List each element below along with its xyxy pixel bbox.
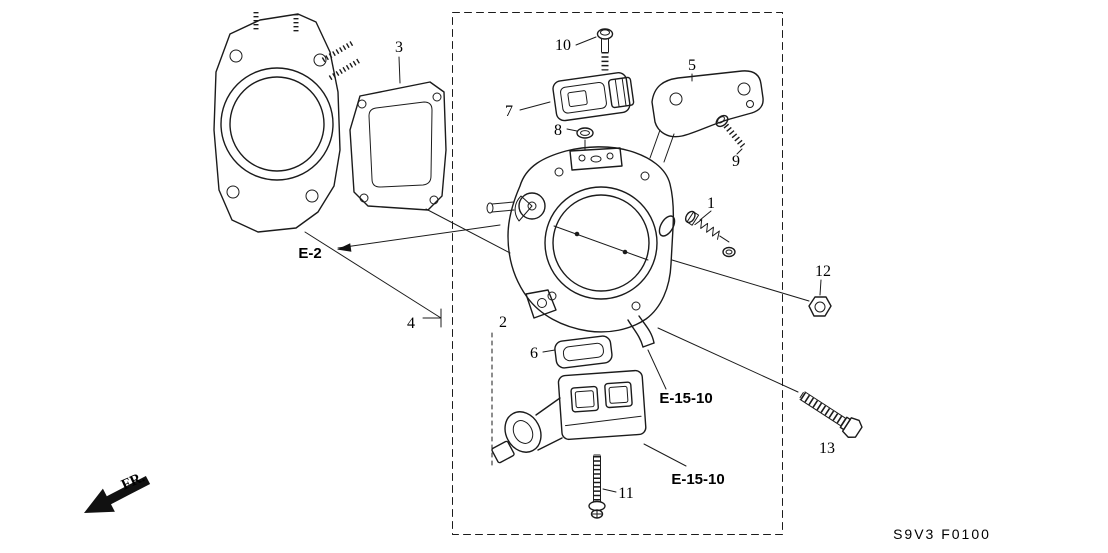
assembly-boundary-box [452, 12, 783, 535]
throttle-body-drawing [486, 129, 676, 348]
iac-valve-gasket-drawing [554, 335, 613, 369]
ref-e15-10-upper[interactable]: E-15-10 [659, 390, 712, 407]
callout-11[interactable]: 11 [618, 485, 633, 502]
callout-12[interactable]: 12 [815, 263, 831, 280]
callout-6[interactable]: 6 [530, 345, 538, 362]
flange-bolt-long-drawing [799, 391, 863, 438]
ref-e15-10-lower[interactable]: E-15-10 [671, 471, 724, 488]
screw-set-drawing [684, 210, 736, 258]
callout-5[interactable]: 5 [688, 57, 696, 74]
throttle-body-spacer-drawing [213, 12, 362, 233]
callout-4[interactable]: 4 [407, 315, 415, 332]
fr-arrow-icon [84, 476, 151, 513]
callout-10[interactable]: 10 [555, 37, 571, 54]
callout-1[interactable]: 1 [707, 195, 715, 212]
fr-direction-arrow: FR. [84, 469, 151, 513]
map-sensor-drawing [552, 72, 635, 122]
callout-2[interactable]: 2 [499, 314, 507, 331]
fr-label: FR. [119, 469, 147, 493]
bracket-bolt-drawing [715, 114, 745, 148]
harness-bracket-drawing [651, 70, 764, 138]
callout-8[interactable]: 8 [554, 122, 562, 139]
iac-valve-drawing [491, 369, 647, 464]
callout-13[interactable]: 13 [819, 440, 835, 457]
sensor-screw-drawing [596, 28, 614, 71]
valve-bolt-drawing [588, 454, 606, 519]
callout-3[interactable]: 3 [395, 39, 403, 56]
figure-code: S9V3 F0100 [893, 526, 991, 542]
ref-e2[interactable]: E-2 [298, 245, 321, 262]
sensor-oring-drawing [576, 127, 594, 139]
callout-9[interactable]: 9 [732, 153, 740, 170]
flange-nut-drawing [808, 296, 832, 317]
throttle-body-gasket-drawing [349, 81, 447, 211]
leader-lines [304, 36, 822, 493]
callout-7[interactable]: 7 [505, 103, 513, 120]
